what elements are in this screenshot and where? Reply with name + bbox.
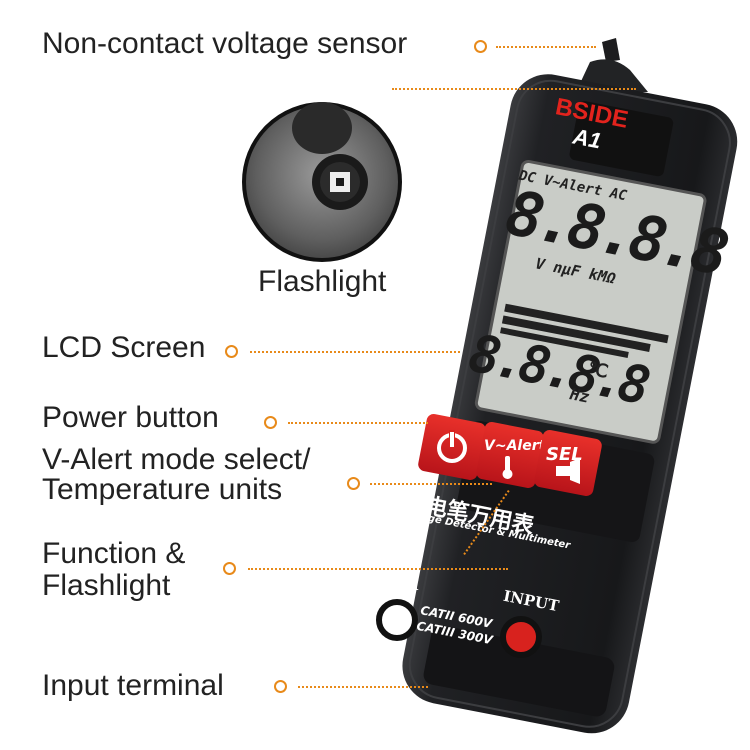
callout-line-valert: [370, 483, 492, 485]
callout-dot-input: [274, 680, 287, 693]
label-lcd: LCD Screen: [42, 331, 206, 364]
lcd-freq-unit: Hz: [568, 384, 591, 407]
label-valert-2: Temperature units: [42, 473, 283, 506]
valert-button-label: V~Alert: [484, 438, 547, 454]
label-function-1: Function &: [42, 537, 186, 570]
thermometer-icon: [502, 456, 513, 479]
callout-line-sensor: [496, 46, 596, 48]
sel-button-label: SEL: [546, 444, 583, 465]
com-socket: [376, 599, 418, 641]
sensor-tip: [602, 38, 620, 62]
model-text: A1: [570, 123, 604, 154]
callout-dot-valert: [347, 477, 360, 490]
callout-line-lcd: [250, 351, 460, 353]
label-input: Input terminal: [42, 669, 224, 702]
valert-button[interactable]: V~Alert: [475, 421, 547, 489]
callout-line-input: [298, 686, 428, 688]
input-socket: [500, 616, 542, 658]
flashlight-inset: [242, 102, 402, 262]
sel-button[interactable]: SEL: [533, 429, 603, 497]
lcd-temp-unit: ℃: [586, 358, 611, 383]
power-icon: [437, 430, 467, 463]
label-flashlight: Flashlight: [258, 265, 387, 298]
callout-dot-lcd: [225, 345, 238, 358]
label-sensor: Non-contact voltage sensor: [42, 27, 408, 60]
label-power: Power button: [42, 401, 219, 434]
callout-line-function: [248, 568, 508, 570]
callout-dot-power: [264, 416, 277, 429]
com-label: COM: [380, 578, 419, 594]
label-valert-1: V-Alert mode select/: [42, 443, 311, 476]
callout-line-power: [288, 422, 428, 424]
flashlight-icon: [556, 458, 580, 484]
label-function-2: Flashlight: [42, 569, 171, 602]
callout-dot-function: [223, 562, 236, 575]
callout-dot-sensor: [474, 40, 487, 53]
callout-line-sensor-2: [392, 88, 636, 90]
power-button[interactable]: [417, 413, 487, 481]
